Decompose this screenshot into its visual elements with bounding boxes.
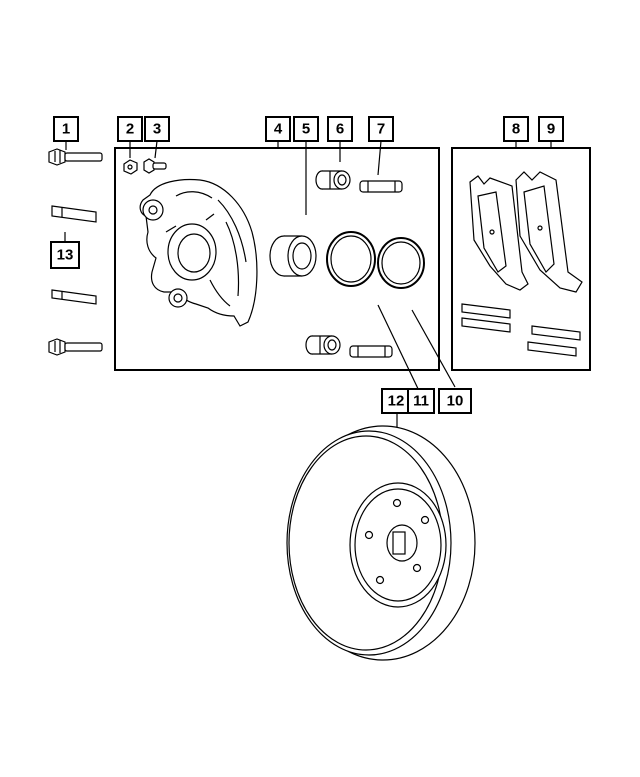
callout-12-label: 12 [388,393,405,410]
callout-4-label: 4 [274,121,283,138]
slide-bushing-bottom [51,289,97,305]
bleeder-screw [143,158,167,174]
caliper-bolt-bottom [48,338,103,356]
bushing-bottom [305,335,341,355]
callout-10: 10 [438,388,472,414]
pad-clip-3 [531,325,581,341]
callout-1-label: 1 [62,121,70,138]
callout-9: 9 [538,116,564,142]
callout-3: 3 [144,116,170,142]
callout-7: 7 [368,116,394,142]
pad-clip-1 [461,303,511,319]
callout-1: 1 [53,116,79,142]
brake-pad-kit-box [451,147,591,371]
guide-sleeve-bottom [349,345,393,358]
pad-clip-4 [527,341,577,357]
caliper-assembly-box [114,147,440,371]
callout-12: 12 [381,388,411,414]
callout-2: 2 [117,116,143,142]
callout-7-label: 7 [377,121,385,138]
guide-sleeve-top [359,180,403,193]
callout-11-label: 11 [413,393,429,410]
bushing-top [315,170,351,190]
brake-pad-outer [515,171,583,293]
callout-13: 13 [50,241,80,269]
callout-11: 11 [407,388,435,414]
bleeder-cap [123,159,138,175]
brake-rotor [286,425,476,661]
callout-3-label: 3 [153,121,161,138]
callout-9-label: 9 [547,121,555,138]
callout-6-label: 6 [336,121,344,138]
piston-seal [377,237,425,289]
caliper-bolt-top [48,148,103,166]
slide-bushing-top [51,205,97,223]
callout-10-label: 10 [447,393,464,410]
brake-pad-inner [469,175,529,291]
callout-5: 5 [293,116,319,142]
callout-5-label: 5 [302,121,310,138]
callout-2-label: 2 [126,121,134,138]
callout-13-label: 13 [57,247,74,264]
caliper-piston [269,235,317,277]
callout-6: 6 [327,116,353,142]
callout-8-label: 8 [512,121,520,138]
piston-dust-boot [326,231,376,287]
pad-clip-2 [461,317,511,333]
brake-caliper-housing [139,178,258,327]
callout-8: 8 [503,116,529,142]
callout-4: 4 [265,116,291,142]
